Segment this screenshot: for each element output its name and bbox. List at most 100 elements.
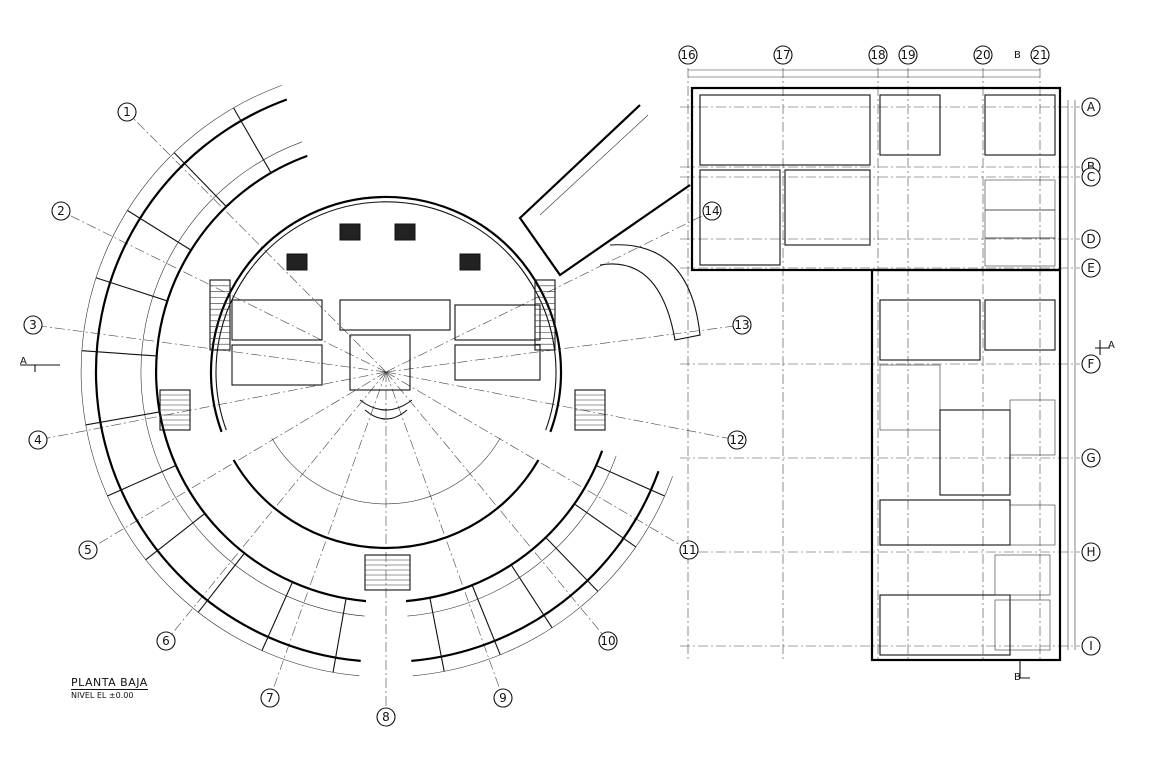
radial-axis-lines <box>32 68 1080 717</box>
room-office-1 <box>984 179 1056 211</box>
radial-axis-line <box>126 111 387 373</box>
grid-bubble-10-label: 10 <box>600 634 615 648</box>
grid-bubble-14 <box>702 201 722 221</box>
southeast-wing-arc <box>405 450 604 603</box>
grid-bubble-21-label: 21 <box>1032 48 1047 62</box>
grid-bubble-6 <box>156 631 176 651</box>
room-toilets <box>879 94 941 156</box>
grid-bubble-G <box>1081 448 1101 468</box>
grid-bubble-1-label: 1 <box>123 105 131 119</box>
room-restrooms <box>939 409 1011 496</box>
section-arrow-bottom <box>1019 660 1030 679</box>
radial-axis-line <box>87 371 387 551</box>
grid-bubble-8-label: 8 <box>382 710 390 724</box>
grid-bubble-4 <box>28 430 48 450</box>
grid-bubble-3-label: 3 <box>29 318 37 332</box>
grid-bubble-5 <box>78 540 98 560</box>
southeast-wing-arc <box>407 455 617 617</box>
room-service <box>984 299 1056 351</box>
section-arrow-left <box>20 364 60 372</box>
section-mark-bottom: B <box>1014 672 1021 683</box>
stage-arc <box>359 399 413 411</box>
grid-bubble-H-label: H <box>1086 545 1095 559</box>
table-group <box>286 253 308 271</box>
grid-bubble-1 <box>117 102 137 122</box>
grid-bubble-F <box>1081 354 1101 374</box>
radial-axis-line <box>385 324 743 373</box>
radial-partition <box>173 152 227 207</box>
radial-partition <box>429 597 445 672</box>
grid-bubble-E <box>1081 258 1101 278</box>
grid-bubble-7 <box>260 688 280 708</box>
room-storage-2 <box>1009 504 1056 546</box>
room-classroom <box>1009 399 1056 456</box>
grid-bubble-21 <box>1030 45 1050 65</box>
drawing-title: PLANTA BAJA <box>71 676 148 690</box>
radial-partition <box>332 598 347 673</box>
west-wing-arc <box>80 85 360 677</box>
grid-bubble-19 <box>898 45 918 65</box>
room-admin <box>339 299 451 331</box>
grid-bubble-D <box>1081 229 1101 249</box>
grid-bubble-13-label: 13 <box>734 318 749 332</box>
room-office-right <box>454 304 541 341</box>
radial-partition <box>95 277 168 302</box>
radial-axis-line <box>385 371 738 441</box>
grid-bubble-12 <box>727 430 747 450</box>
section-mark-top: B <box>1014 50 1021 61</box>
radial-partition <box>127 209 192 251</box>
grid-bubble-2 <box>51 201 71 221</box>
grid-bubble-F-label: F <box>1088 357 1095 371</box>
grid-bubble-14-label: 14 <box>704 204 719 218</box>
grid-bubble-H <box>1081 542 1101 562</box>
room-toilet-3 <box>994 599 1051 651</box>
west-wing-arc <box>155 154 367 603</box>
grid-bubble-18 <box>868 45 888 65</box>
grid-bubble-13 <box>732 315 752 335</box>
north-block-outline <box>690 86 1062 272</box>
table-group <box>459 253 481 271</box>
section-arrow-right <box>1095 340 1110 355</box>
radial-partition <box>471 585 501 655</box>
radial-partition <box>197 552 245 613</box>
room-workshop <box>984 94 1056 156</box>
room-office-2 <box>984 209 1056 239</box>
radial-partition <box>595 465 665 497</box>
grid-bubble-B-label: B <box>1087 160 1095 174</box>
northeast-wing <box>518 104 691 277</box>
grid-bubble-9 <box>493 688 513 708</box>
grid-bubble-19-label: 19 <box>900 48 915 62</box>
radial-partition <box>545 537 599 592</box>
grid-bubble-A-label: A <box>1087 100 1096 114</box>
section-mark-left: A <box>20 356 27 367</box>
rotunda-wall-south <box>232 459 540 550</box>
room-main-hall <box>879 299 981 361</box>
curved-corridor <box>599 244 701 341</box>
room-office-3 <box>984 237 1056 267</box>
grid-bubble-C <box>1081 167 1101 187</box>
room-restaurant <box>699 169 781 266</box>
grid-bubble-16-label: 16 <box>680 48 695 62</box>
wing-walls <box>80 85 701 677</box>
radial-partition <box>233 107 272 174</box>
south-block-outline <box>870 268 1062 662</box>
room-library <box>879 499 1011 546</box>
drawing-level: NIVEL EL ±0.00 <box>71 691 134 700</box>
stage-arc <box>364 409 408 420</box>
grid-bubble-16 <box>678 45 698 65</box>
table-group <box>394 223 416 241</box>
rotunda-wall-inner <box>215 201 557 431</box>
grid-bubble-E-label: E <box>1087 261 1095 275</box>
room-auditorium <box>879 594 1011 656</box>
grid-bubble-A <box>1081 97 1101 117</box>
radial-axis-line <box>32 324 387 373</box>
grid-bubble-2-label: 2 <box>57 204 65 218</box>
stair-south <box>364 554 411 591</box>
grid-bubble-9-label: 9 <box>499 691 507 705</box>
radial-axis-line <box>269 371 387 699</box>
grid-bubble-11 <box>679 540 699 560</box>
grid-bubble-10 <box>598 631 618 651</box>
room-central-toilets <box>349 334 411 391</box>
